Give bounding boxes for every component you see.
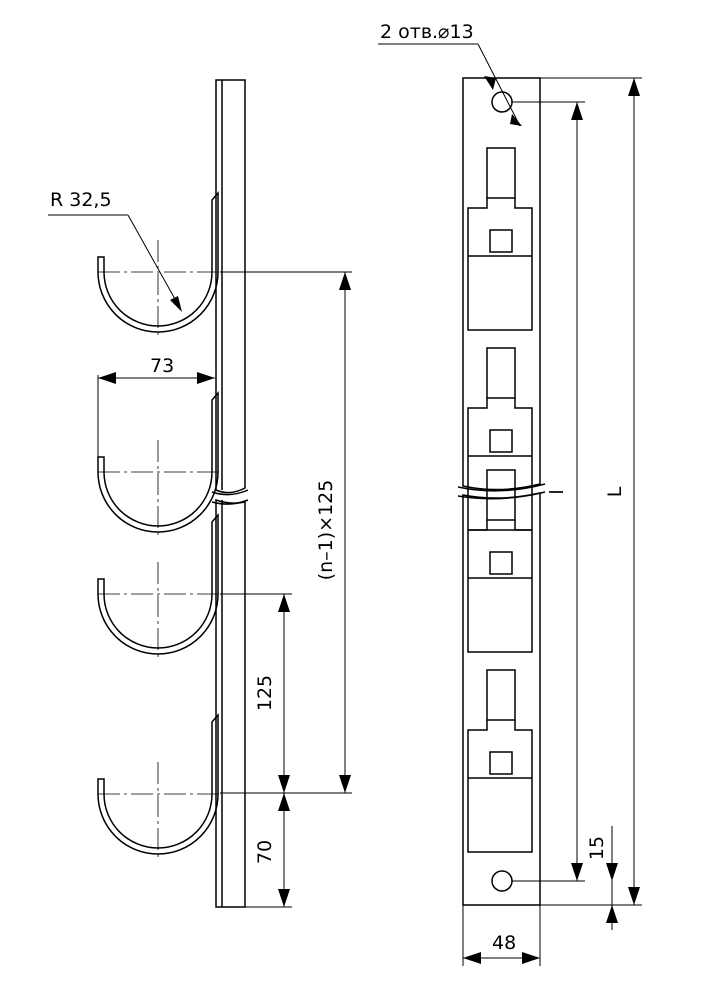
front-view: 2 отв.⌀13 l L 15 48 <box>378 21 642 966</box>
bottom-offset-label: 70 <box>254 840 276 864</box>
holes-label: 2 отв.⌀13 <box>380 21 474 43</box>
hook-3 <box>97 514 221 658</box>
strip-break-line-2 <box>457 491 546 500</box>
hole-top <box>491 91 513 113</box>
strip-upper <box>462 77 541 491</box>
pitch-label: 125 <box>254 675 276 711</box>
hook-4 <box>97 714 221 858</box>
hook-1 <box>97 192 221 336</box>
bar-upper <box>215 79 246 494</box>
width-label: 48 <box>492 932 516 954</box>
break-line-2 <box>211 499 249 505</box>
inner-length-label: l <box>546 489 568 494</box>
radius-label: R 32,5 <box>50 189 112 211</box>
total-length-label: L <box>604 486 626 497</box>
slot-4 <box>467 669 533 853</box>
strip-break-line <box>457 483 546 492</box>
bar-lower <box>215 498 246 908</box>
pitch-formula-label: (n–1)×125 <box>315 480 337 581</box>
hole-bottom <box>491 870 513 892</box>
slot-1 <box>467 147 533 331</box>
slot-2 <box>467 347 533 531</box>
side-view: R 32,5 73 (n–1)×125 125 70 <box>48 79 352 908</box>
strip-lower <box>462 492 541 906</box>
hook-depth-label: 73 <box>150 355 174 377</box>
end-offset-label: 15 <box>586 836 608 860</box>
hook-2 <box>97 392 221 536</box>
